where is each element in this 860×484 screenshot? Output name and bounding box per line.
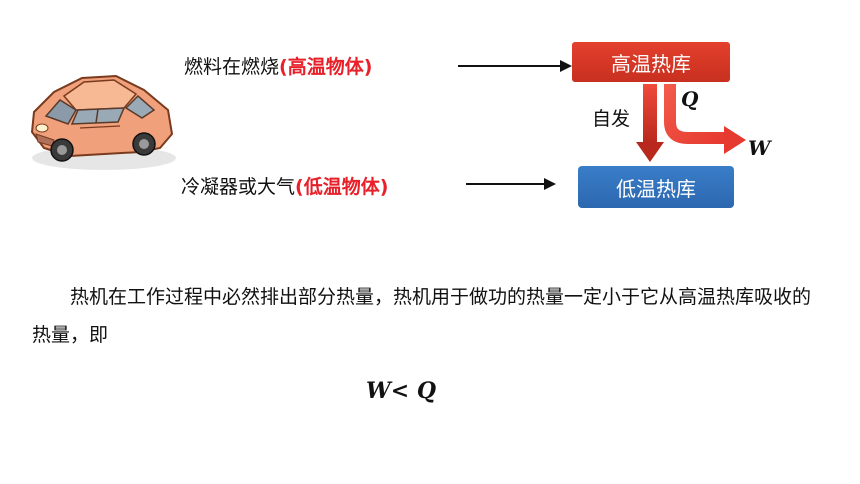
fuel-burning-text: 燃料在燃烧	[184, 56, 280, 78]
car-icon	[30, 74, 176, 170]
work-output-arrow	[664, 84, 746, 154]
arrow-to-hot-reservoir	[456, 56, 576, 76]
formula-w: W	[366, 378, 391, 404]
heat-flow-arrows	[630, 80, 770, 170]
condenser-label: 冷凝器或大气(低温物体)	[181, 172, 388, 199]
hot-reservoir-label: 高温热库	[611, 51, 691, 76]
spontaneous-down-arrow	[636, 84, 664, 162]
high-temp-object-text: (高温物体)	[279, 56, 373, 78]
car-illustration	[20, 52, 180, 177]
w-symbol: W	[748, 136, 771, 160]
right-arrow-icon	[466, 178, 556, 190]
cold-reservoir-label: 低温热库	[616, 176, 696, 201]
right-arrow-icon	[458, 60, 572, 72]
condenser-text: 冷凝器或大气	[181, 176, 296, 198]
q-symbol: Q	[681, 87, 699, 111]
heat-flow-svg	[636, 84, 746, 162]
cold-reservoir-box: 低温热库	[578, 166, 734, 208]
spontaneous-label: 自发	[592, 108, 631, 130]
formula-q: Q	[416, 378, 436, 404]
inequality-formula: W< Q	[366, 378, 436, 404]
formula-operator: <	[390, 378, 417, 404]
arrow-to-cold-reservoir	[464, 174, 584, 194]
hot-reservoir-box: 高温热库	[572, 42, 730, 82]
low-temp-object-text: (低温物体)	[295, 176, 389, 198]
fuel-burning-label: 燃料在燃烧(高温物体)	[184, 52, 372, 79]
explanation-paragraph: 热机在工作过程中必然排出部分热量，热机用于做功的热量一定小于它从高温热库吸收的热…	[32, 286, 812, 346]
